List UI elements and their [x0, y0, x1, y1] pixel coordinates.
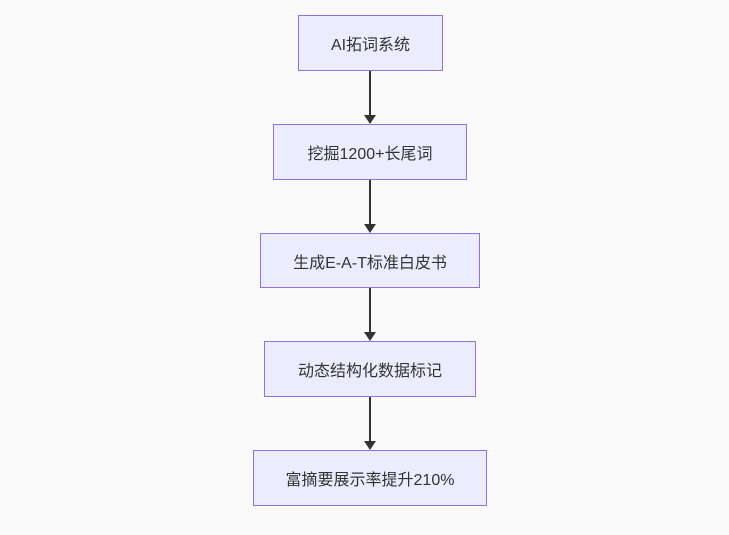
flow-node-label: AI拓词系统: [330, 37, 411, 54]
arrowhead-down-icon: [364, 332, 376, 341]
flow-node-label: 动态结构化数据标记: [297, 363, 442, 380]
flow-node-longtail-mining: 挖掘1200+长尾词: [273, 124, 467, 180]
flow-node-label: 富摘要展示率提升210%: [285, 472, 455, 489]
arrowhead-down-icon: [364, 441, 376, 450]
flow-node-ai-keyword-system: AI拓词系统: [298, 15, 443, 71]
flow-node-structured-data-markup: 动态结构化数据标记: [264, 341, 476, 397]
flow-node-label: 生成E-A-T标准白皮书: [293, 254, 447, 272]
edge-line-4: [369, 397, 371, 441]
flow-node-label: 挖掘1200+长尾词: [307, 146, 433, 163]
edge-line-2: [369, 180, 371, 224]
arrowhead-down-icon: [364, 224, 376, 233]
arrowhead-down-icon: [364, 115, 376, 124]
flow-node-rich-snippet-rate: 富摘要展示率提升210%: [253, 450, 487, 506]
edge-line-3: [369, 288, 371, 332]
flow-node-eat-whitepaper: 生成E-A-T标准白皮书: [260, 233, 480, 288]
edge-line-1: [369, 71, 371, 115]
